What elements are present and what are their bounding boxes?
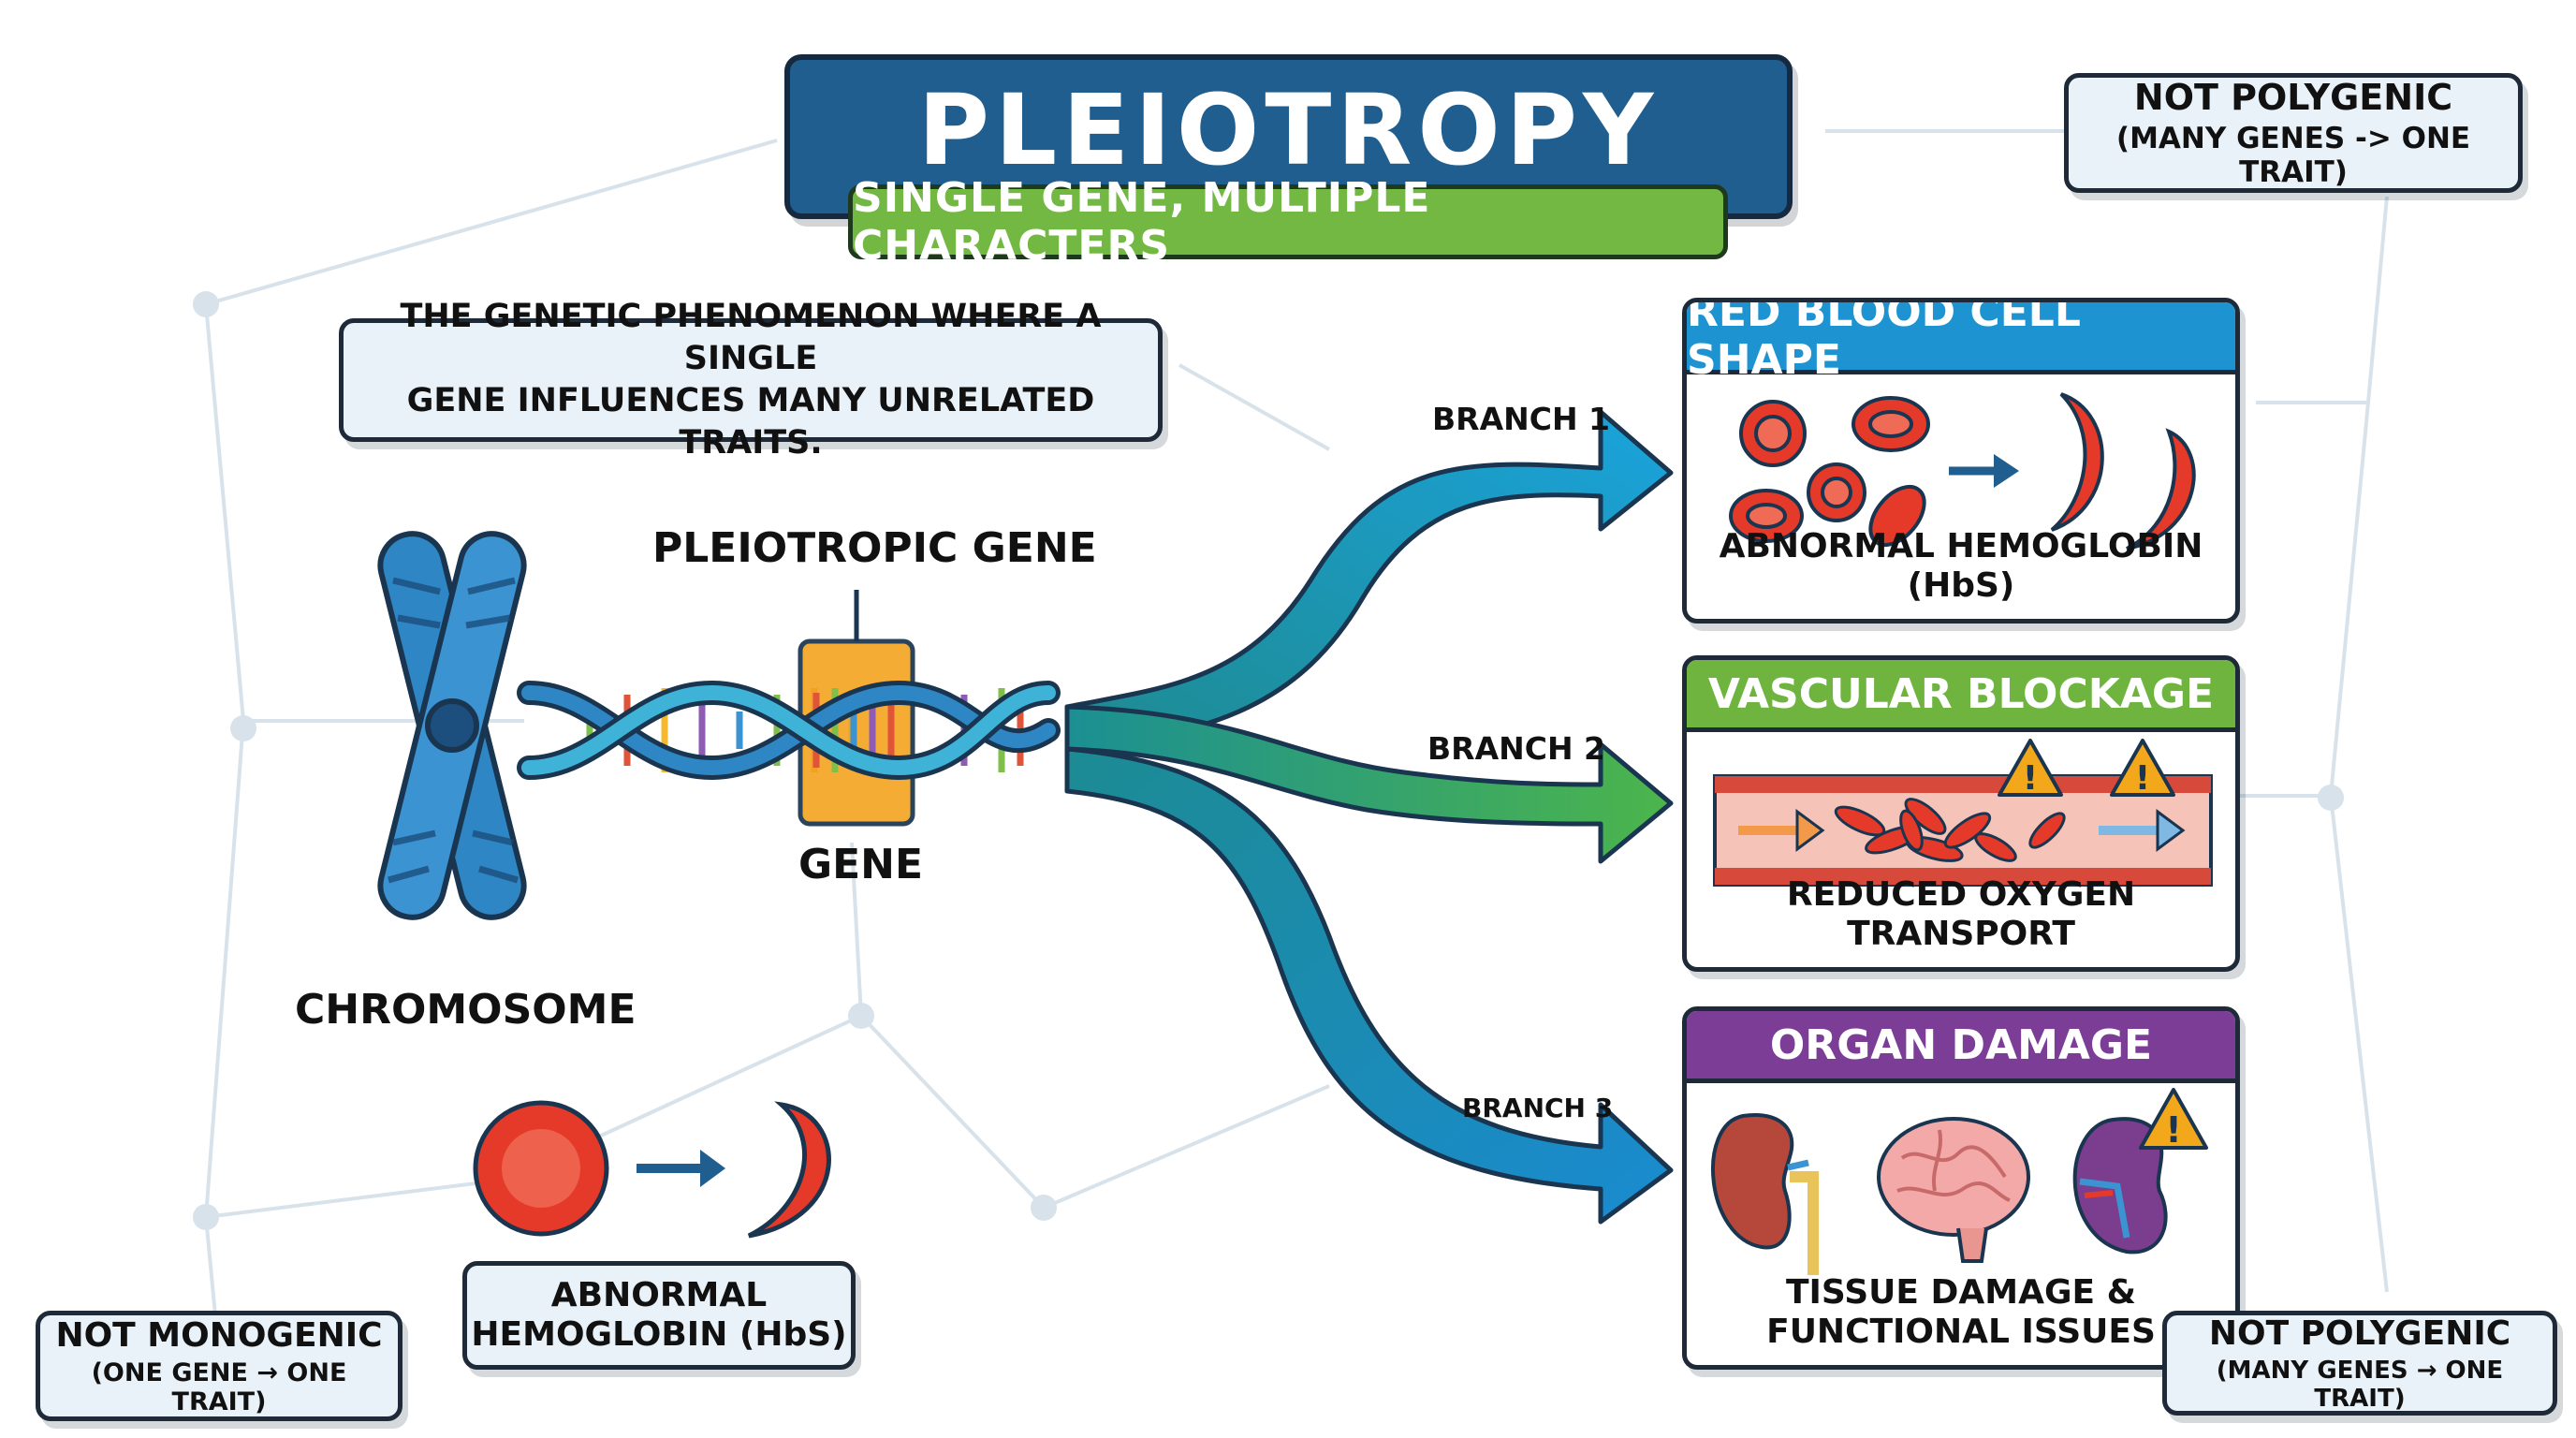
sickle-transformation-illustration bbox=[1729, 392, 2196, 550]
not-polygenic-bottom-title: NOT POLYGENIC bbox=[2208, 1313, 2511, 1353]
warning-icon: ! bbox=[2139, 1088, 2208, 1151]
flow-arrow-icon bbox=[1738, 809, 1825, 852]
panel-2-title: VASCULAR BLOCKAGE bbox=[1687, 660, 2235, 732]
definition-line-2: GENE INFLUENCES MANY UNRELATED TRAITS. bbox=[406, 382, 1095, 462]
subtitle-banner: SINGLE GENE, MULTIPLE CHARACTERS bbox=[848, 174, 1728, 270]
branch-3-label: BRANCH 3 bbox=[1462, 1093, 1614, 1123]
warning-icon: ! bbox=[2110, 739, 2175, 798]
not-monogenic-title: NOT MONOGENIC bbox=[55, 1315, 383, 1355]
branch-1-arrow bbox=[1064, 409, 1674, 752]
sickle-cell-cluster-icon bbox=[1834, 798, 2066, 862]
sickle-cell-icon bbox=[2126, 428, 2196, 550]
pleiotropic-gene-label: PLEIOTROPIC GENE bbox=[652, 524, 1097, 572]
organ-illustration: ! bbox=[1710, 1088, 2208, 1275]
branch-2-arrow bbox=[1064, 704, 1674, 864]
panel-2-footer: REDUCED OXYGEN TRANSPORT bbox=[1786, 875, 2136, 953]
red-blood-cell-icon bbox=[1868, 485, 1926, 547]
panel-3-footer-line-1: TISSUE DAMAGE & bbox=[1785, 1273, 2137, 1312]
sickle-cell-comparison bbox=[473, 1100, 831, 1239]
svg-text:!: ! bbox=[2165, 1109, 2181, 1151]
chromosome-label: CHROMOSOME bbox=[295, 986, 637, 1034]
gene-label: GENE bbox=[798, 841, 924, 888]
panel-organ-damage: ORGAN DAMAGE ! TISSUE DAMAGE & FUNCTIONA… bbox=[1682, 1006, 2240, 1370]
branch-3-arrow bbox=[1064, 746, 1674, 1225]
definition-box: THE GENETIC PHENOMENON WHERE A SINGLE GE… bbox=[339, 298, 1163, 462]
branch-2-label: BRANCH 2 bbox=[1427, 730, 1606, 767]
blood-vessel-illustration: ! ! bbox=[1713, 739, 2213, 887]
arrow-right-icon bbox=[637, 1150, 725, 1187]
panel-3-title: ORGAN DAMAGE bbox=[1687, 1011, 2235, 1083]
not-polygenic-bottom-subtitle: (MANY GENES → ONE TRAIT) bbox=[2216, 1356, 2504, 1413]
not-monogenic-subtitle: (ONE GENE → ONE TRAIT) bbox=[91, 1357, 347, 1416]
kidney-icon bbox=[1710, 1113, 1819, 1275]
spleen-icon bbox=[2072, 1117, 2168, 1255]
abnormal-hemoglobin-box: ABNORMAL HEMOGLOBIN (HbS) bbox=[462, 1261, 856, 1370]
svg-text:!: ! bbox=[2135, 759, 2150, 798]
flow-arrow-icon bbox=[2099, 809, 2186, 852]
dna-helix-icon bbox=[517, 590, 1061, 827]
panel-1-footer: ABNORMAL HEMOGLOBIN (HbS) bbox=[1719, 527, 2203, 605]
abnormal-hemoglobin-line-1: ABNORMAL bbox=[550, 1276, 768, 1314]
panel-vascular-blockage: VASCULAR BLOCKAGE ! ! bbox=[1682, 655, 2240, 972]
panel-red-blood-cell-shape: RED BLOOD CELL SHAPE ABNORMAL HEMOGLOBIN… bbox=[1682, 298, 2240, 624]
not-polygenic-bottom-box: NOT POLYGENIC (MANY GENES → ONE TRAIT) bbox=[2162, 1311, 2557, 1416]
arrow-right-icon bbox=[1949, 454, 2019, 488]
definition-line-1: THE GENETIC PHENOMENON WHERE A SINGLE bbox=[400, 298, 1102, 377]
not-polygenic-top-subtitle: (MANY GENES -> ONE TRAIT) bbox=[2115, 122, 2471, 189]
chromosome-icon bbox=[377, 531, 527, 920]
panel-3-footer-line-2: FUNCTIONAL ISSUES bbox=[1766, 1313, 2156, 1351]
branch-arrows bbox=[1064, 409, 1674, 1225]
abnormal-hemoglobin-line-2: HEMOGLOBIN (HbS) bbox=[471, 1315, 847, 1354]
svg-text:!: ! bbox=[2023, 759, 2038, 798]
warning-icon: ! bbox=[1998, 739, 2063, 798]
sickle-cell-icon bbox=[747, 1101, 831, 1239]
panel-1-title: RED BLOOD CELL SHAPE bbox=[1687, 302, 2235, 384]
branch-1-label: BRANCH 1 bbox=[1432, 401, 1611, 437]
sickle-cell-icon bbox=[2050, 392, 2104, 532]
not-monogenic-box: NOT MONOGENIC (ONE GENE → ONE TRAIT) bbox=[36, 1311, 402, 1421]
not-polygenic-top-box: NOT POLYGENIC (MANY GENES -> ONE TRAIT) bbox=[2064, 73, 2523, 193]
page-title: PLEIOTROPY bbox=[917, 73, 1660, 187]
brain-icon bbox=[1877, 1117, 2030, 1263]
not-polygenic-top-title: NOT POLYGENIC bbox=[2133, 77, 2453, 118]
